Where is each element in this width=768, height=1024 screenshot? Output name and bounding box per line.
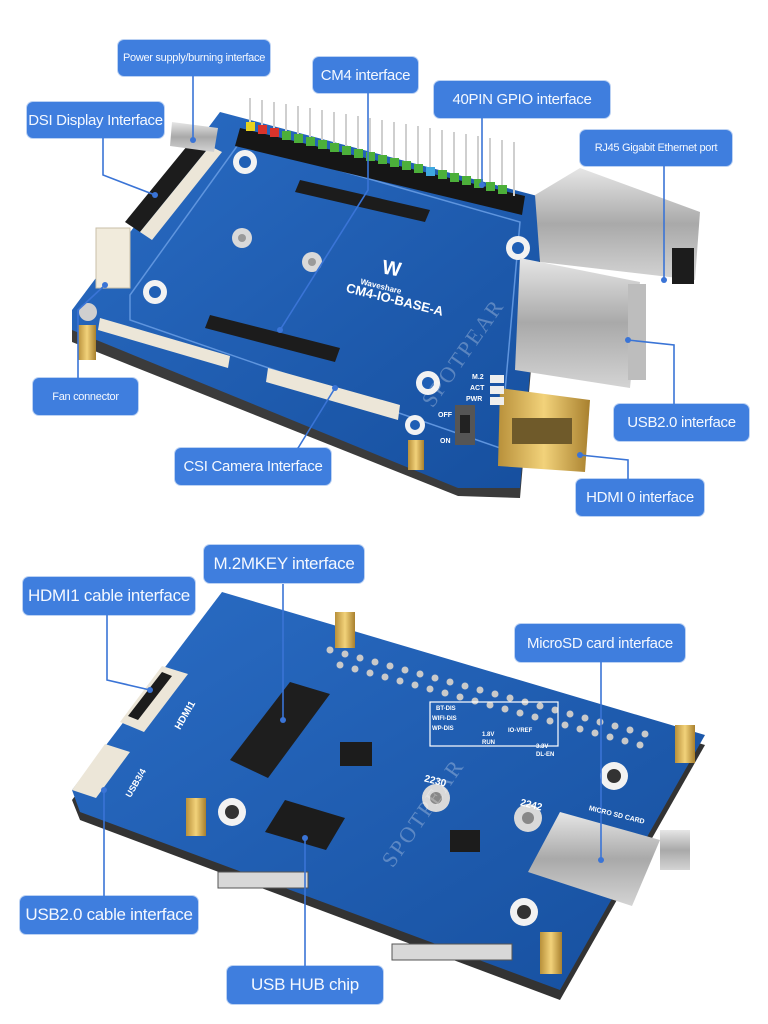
top-board	[72, 98, 700, 498]
mounting-hole	[79, 150, 530, 435]
callout-microsd-card-interface: MicroSD card interface	[515, 624, 685, 662]
waveshare-logo-icon: W	[380, 256, 403, 282]
callout-lines	[77, 76, 675, 966]
callout-fan-connector: Fan connector	[33, 378, 138, 415]
jumper-io-vref: IO-VREF	[508, 728, 533, 734]
led-label-act: ACT	[470, 385, 485, 392]
jumper-1v8: 1.8V	[482, 732, 495, 738]
callout-dsi-display-interface: DSI Display Interface	[27, 102, 164, 138]
jumper-wp-dis: WP-DIS	[432, 726, 454, 732]
callout-usb-hub-chip: USB HUB chip	[227, 966, 383, 1004]
callout-dots	[101, 137, 667, 863]
callout-power-supply-burning: Power supply/burning interface	[118, 40, 270, 76]
jumper-run: RUN	[482, 740, 495, 746]
switch-label-off: OFF	[438, 412, 452, 419]
jumper-wifi-dis: WIFI-DIS	[432, 716, 457, 722]
callout-40pin-gpio-interface: 40PIN GPIO interface	[434, 81, 610, 118]
bottom-board	[72, 592, 705, 1000]
jumper-bt-dis: BT-DIS	[436, 706, 456, 712]
callout-rj45-ethernet-port: RJ45 Gigabit Ethernet port	[580, 130, 732, 166]
callout-hdmi1-cable-interface: HDMI1 cable interface	[23, 577, 195, 615]
led-label-m2: M.2	[472, 374, 484, 381]
callout-cm4-interface: CM4 interface	[313, 57, 418, 93]
gpio-header	[235, 98, 525, 215]
jumper-3v3: 3.3V	[536, 744, 549, 750]
callout-hdmi0-interface: HDMI 0 interface	[576, 479, 704, 516]
jumper-dl-en: DL-EN	[536, 752, 555, 758]
callout-usb2-interface: USB2.0 interface	[614, 404, 749, 441]
switch-label-on: ON	[440, 438, 451, 445]
callout-csi-camera-interface: CSI Camera Interface	[175, 448, 331, 485]
led-label-pwr: PWR	[466, 396, 483, 403]
callout-m2-mkey-interface: M.2MKEY interface	[204, 545, 364, 583]
callout-usb2-cable-interface: USB2.0 cable interface	[20, 896, 198, 934]
